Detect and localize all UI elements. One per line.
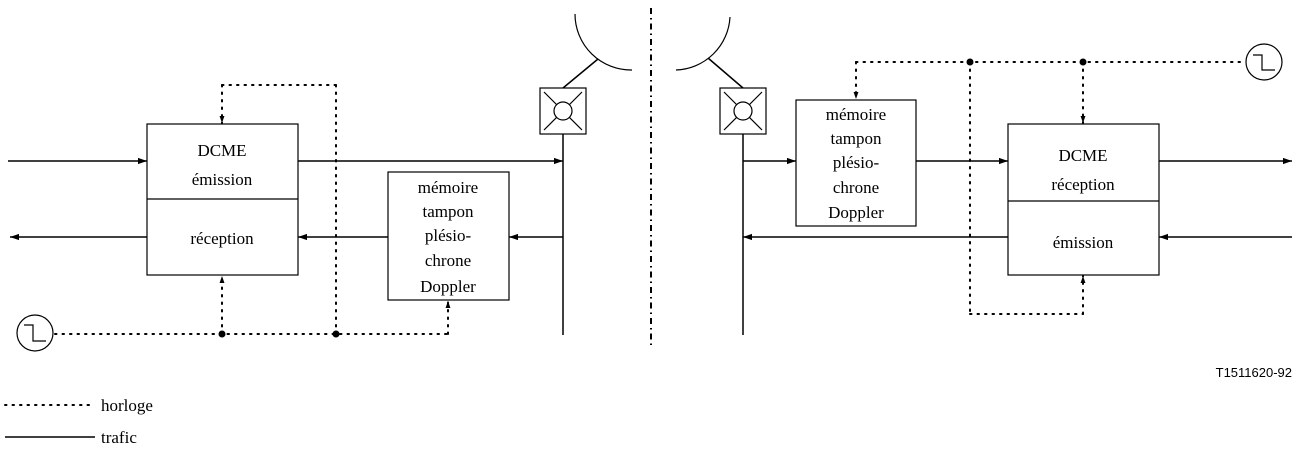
left-buffer-line-2: tampon (423, 202, 474, 221)
right-buffer-line-1: mémoire (826, 105, 886, 124)
left-buffer-box: mémoire tampon plésio- chrone Doppler (387, 171, 510, 301)
right-dcme-title: DCME (1058, 146, 1107, 165)
earth-station-icon (719, 87, 767, 135)
right-buffer-line-3: plésio- (833, 153, 880, 172)
left-buffer-line-4: chrone (425, 251, 471, 270)
legend-traffic-label: trafic (101, 428, 137, 447)
figure-reference: T1511620-92 (1216, 365, 1292, 380)
right-dcme-reception: réception (1051, 175, 1115, 194)
left-clock-node-2 (332, 330, 340, 338)
satellite-dish-icon (562, 13, 633, 89)
left-clock-node-1 (218, 330, 226, 338)
right-dcme-emission: émission (1053, 233, 1114, 252)
right-clock-icon (1245, 43, 1283, 81)
right-clock-node-2 (1079, 58, 1087, 66)
left-dcme-box: DCME émission réception (146, 123, 299, 276)
right-buffer-line-2: tampon (831, 129, 882, 148)
left-clock-icon (16, 314, 54, 352)
right-buffer-box: mémoire tampon plésio- chrone Doppler (795, 99, 917, 227)
right-buffer-line-5: Doppler (828, 203, 884, 222)
left-dcme-emission: émission (192, 170, 253, 189)
left-station: DCME émission réception mémoire tampon p… (8, 13, 633, 352)
right-clock-node-1 (966, 58, 974, 66)
left-dcme-title: DCME (197, 141, 246, 160)
right-station: mémoire tampon plésio- chrone Doppler DC… (675, 16, 1292, 335)
earth-station-icon (539, 87, 587, 135)
legend-clock-label: horloge (101, 396, 153, 415)
satellite-dish-icon (675, 16, 744, 89)
left-buffer-line-3: plésio- (425, 226, 472, 245)
left-buffer-line-1: mémoire (418, 178, 478, 197)
legend: horloge trafic (4, 396, 153, 447)
left-dcme-reception: réception (190, 229, 254, 248)
right-buffer-line-4: chrone (833, 178, 879, 197)
left-buffer-line-5: Doppler (420, 277, 476, 296)
right-dcme-box: DCME réception émission (1007, 123, 1160, 276)
